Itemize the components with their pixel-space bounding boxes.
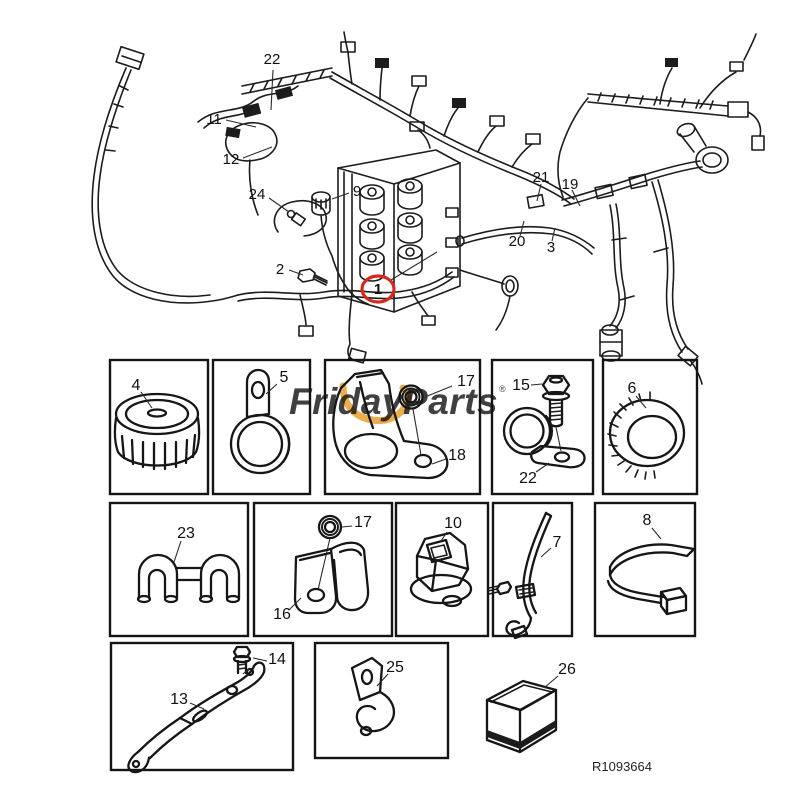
harness-trunk-drawing [329,31,575,205]
part-4-drawing: 4 [113,377,201,471]
wiring-harness-drawing: 22 11 12 24 9 2 21 19 20 3 1 [91,31,765,385]
part-box-13-14 [109,641,295,772]
right-pipe-assembly-drawing [455,122,729,385]
part-box-7 [491,501,574,638]
part-15-22-drawing: 15 22 [502,374,586,487]
part-box-15-22 [490,358,595,496]
part-label-26: 26 [558,661,576,678]
registered-mark: ® [499,384,506,394]
harness-lower-run-drawing [237,271,455,364]
part-26-drawing: 26 [485,661,576,754]
part-box-17-16 [252,501,394,638]
part-label-15: 15 [512,377,530,394]
part-label-8: 8 [643,512,652,529]
reference-code: R1093664 [592,759,652,774]
part-label-18: 18 [448,447,466,464]
red-highlight-circle [360,274,396,304]
harness-mid-details-drawing [273,191,369,305]
callout-19: 19 [562,176,579,193]
part-23-drawing: 23 [136,525,241,604]
harness-top-cluster-drawing [197,67,333,216]
part-label-7: 7 [553,534,562,551]
part-box-5 [211,358,312,496]
part-label-4: 4 [132,377,141,394]
part-label-22: 22 [519,470,537,487]
brand-watermark: FridayParts ® [289,381,506,425]
part-25-drawing: 25 [350,656,404,737]
braided-sleeve-drawing [557,33,765,198]
part-17-16-drawing: 17 16 [273,514,372,623]
callout-22: 22 [264,51,281,68]
callout-2: 2 [276,261,284,278]
callout-21: 21 [533,169,550,186]
part-box-4 [108,358,210,496]
brand-logo-text: FridayParts [289,381,498,422]
callout-3: 3 [547,239,555,256]
part-label-5: 5 [280,369,289,386]
callout-9: 9 [353,183,361,200]
battery-cable-drawing [91,45,239,304]
part-label-23: 23 [177,525,195,542]
parts-grid: 4 5 17 18 [108,358,699,774]
part-box-17-18 [323,358,482,496]
part-label-17: 17 [457,373,475,390]
part-8-drawing: 8 [606,512,696,616]
callout-20: 20 [509,233,526,250]
callout-leader-lines [225,69,581,281]
part-label-17b: 17 [354,514,372,531]
part-box-25 [313,641,450,760]
grommet-nut-17 [398,384,424,410]
callout-24: 24 [249,186,266,203]
part-13-14-drawing: 13 14 [127,645,286,774]
ignition-coils-drawing [359,178,423,282]
part-label-6: 6 [628,380,637,397]
part-10-drawing: 10 [409,515,473,608]
callout-12: 12 [223,151,240,168]
part-box-23 [108,501,250,638]
part-label-25: 25 [386,659,404,676]
part-label-13: 13 [170,691,188,708]
part-7-drawing: 7 [487,511,562,640]
part-6-drawing: 6 [607,380,686,480]
part-5-drawing: 5 [229,368,291,475]
part-17-18-drawing: 17 18 [332,368,475,480]
callout-1: 1 [374,281,382,298]
part-box-10 [394,501,490,638]
part-box-6 [601,358,699,496]
part-label-16: 16 [273,606,291,623]
part-label-14: 14 [268,651,286,668]
part-label-10: 10 [444,515,462,532]
highlighted-callout-1: 1 [360,274,396,304]
callout-11: 11 [206,111,222,128]
part-box-8 [593,501,697,638]
